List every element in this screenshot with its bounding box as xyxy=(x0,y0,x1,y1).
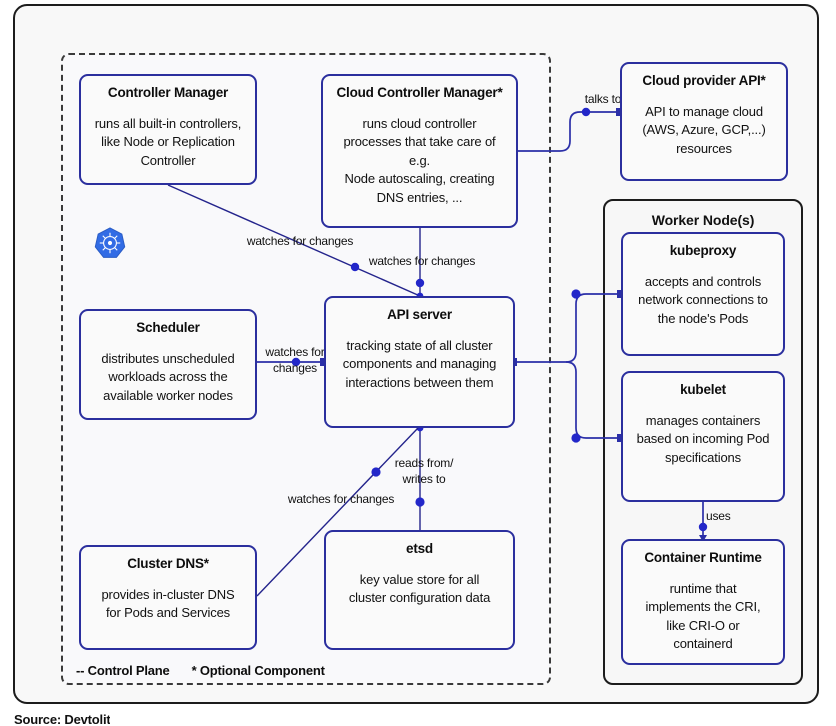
scheduler-title: Scheduler xyxy=(136,320,200,335)
controller-manager-title: Controller Manager xyxy=(107,85,229,100)
node-container-runtime[interactable]: Container Runtime runtime that implement… xyxy=(621,539,785,665)
kubeproxy-title: kubeproxy xyxy=(669,243,737,258)
node-cluster-dns[interactable]: Cluster DNS* provides in-cluster DNS for… xyxy=(79,545,257,650)
legend: -- Control Plane * Optional Component xyxy=(76,663,325,678)
api-server-desc: tracking state of all cluster components… xyxy=(342,337,497,390)
kubeproxy-desc: accepts and controls network connections… xyxy=(638,273,768,326)
edge-label-dns-watches: watches for changes xyxy=(287,492,395,506)
node-controller-manager[interactable]: Controller Manager runs all built-in con… xyxy=(79,74,257,185)
kubelet-desc: manages containers based on incoming Pod… xyxy=(636,412,770,465)
scheduler-desc: distributes unscheduled workloads across… xyxy=(101,350,235,403)
cluster-dns-title: Cluster DNS* xyxy=(127,556,209,571)
legend-control-plane: -- Control Plane xyxy=(76,663,170,678)
node-etsd[interactable]: etsd key value store for all cluster con… xyxy=(324,530,515,650)
legend-optional-component: * Optional Component xyxy=(191,663,325,678)
kubernetes-logo xyxy=(94,227,126,258)
etsd-title: etsd xyxy=(406,541,433,556)
edge-label-scheduler-watches: watches for changes xyxy=(265,345,325,375)
controller-manager-desc: runs all built-in controllers, like Node… xyxy=(94,115,242,168)
source-caption: Source: Devtolit xyxy=(14,712,111,726)
node-scheduler[interactable]: Scheduler distributes unscheduled worklo… xyxy=(79,309,257,420)
cloud-provider-api-desc: API to manage cloud (AWS, Azure, GCP,...… xyxy=(642,103,766,156)
etsd-desc: key value store for all cluster configur… xyxy=(348,571,491,606)
node-kubelet[interactable]: kubelet manages containers based on inco… xyxy=(621,371,785,502)
container-runtime-title: Container Runtime xyxy=(644,550,762,565)
cluster-dns-desc: provides in-cluster DNS for Pods and Ser… xyxy=(101,586,235,621)
container-runtime-desc: runtime that implements the CRI, like CR… xyxy=(645,580,761,652)
cloud-controller-manager-desc: runs cloud controller processes that tak… xyxy=(343,115,496,205)
cloud-provider-api-title: Cloud provider API* xyxy=(642,73,766,88)
node-api-server[interactable]: API server tracking state of all cluster… xyxy=(324,296,515,428)
api-server-title: API server xyxy=(387,307,452,322)
node-cloud-provider-api[interactable]: Cloud provider API* API to manage cloud … xyxy=(620,62,788,181)
kubelet-title: kubelet xyxy=(680,382,726,397)
edge-label-kubelet-uses: uses xyxy=(706,509,731,523)
node-kubeproxy[interactable]: kubeproxy accepts and controls network c… xyxy=(621,232,785,356)
edge-label-talks-to: talks to xyxy=(584,92,622,106)
node-cloud-controller-manager[interactable]: Cloud Controller Manager* runs cloud con… xyxy=(321,74,518,228)
worker-node-title: Worker Node(s) xyxy=(651,212,755,228)
edge-label-cm-watches: watches for changes xyxy=(246,234,354,248)
edge-label-etsd-reads-writes: reads from/ writes to xyxy=(394,456,454,486)
cloud-controller-manager-title: Cloud Controller Manager* xyxy=(336,85,503,100)
edge-label-ccm-watches: watches for changes xyxy=(368,254,476,268)
